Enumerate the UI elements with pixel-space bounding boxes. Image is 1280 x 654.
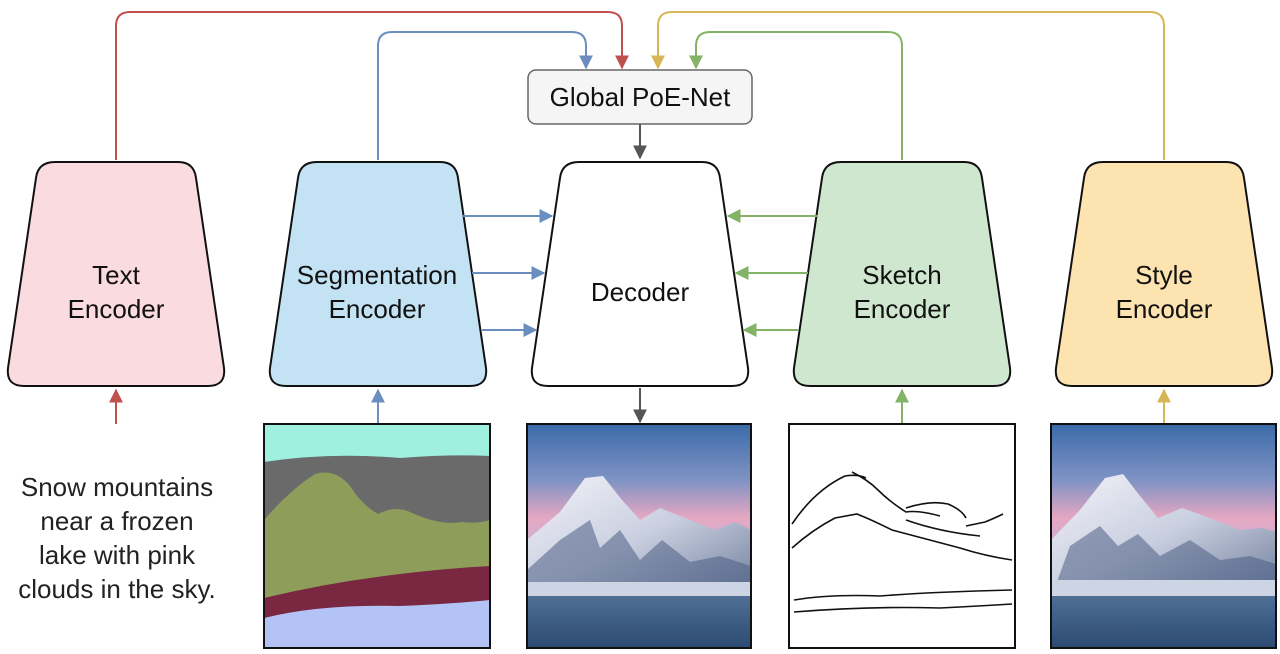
- global-poe-net-label: Global PoE-Net: [550, 82, 731, 112]
- mountain-photo-output: [526, 423, 752, 649]
- global-poe-net-node: Global PoE-Net: [527, 69, 753, 125]
- text-to-poe-arrow: [115, 11, 629, 160]
- caption-line: near a frozen: [40, 506, 194, 536]
- style-to-poe-arrow: [651, 11, 1165, 160]
- style-encoder-node: Style Encoder: [1054, 161, 1274, 387]
- text-encoder-label-line1: Text: [92, 260, 140, 290]
- sketch-encoder-label-line1: Sketch: [862, 260, 942, 290]
- sketch-encoder-label-line2: Encoder: [854, 294, 951, 324]
- sketch-line-drawing: [788, 423, 1016, 649]
- style-encoder-label-line2: Encoder: [1116, 294, 1213, 324]
- segmentation-encoder-node: Segmentation Encoder: [268, 161, 488, 387]
- text-prompt-caption: Snow mountains near a frozen lake with p…: [4, 470, 230, 606]
- caption-line: Snow mountains: [20, 472, 214, 502]
- segmentation-encoder-label-line1: Segmentation: [297, 260, 457, 290]
- caption-line: lake with pink: [38, 540, 196, 570]
- text-encoder-label-line2: Encoder: [68, 294, 165, 324]
- sketch-to-poe-arrow: [689, 31, 903, 160]
- segmentation-to-poe-arrow: [377, 31, 593, 160]
- text-encoder-node: Text Encoder: [6, 161, 226, 387]
- mountain-style-reference: [1050, 423, 1277, 649]
- style-encoder-label-line1: Style: [1135, 260, 1193, 290]
- caption-line: clouds in the sky.: [18, 574, 216, 604]
- segmentation-encoder-label-line2: Encoder: [329, 294, 426, 324]
- sketch-encoder-node: Sketch Encoder: [792, 161, 1012, 387]
- decoder-node: Decoder: [530, 161, 750, 387]
- segmentation-map-image: [263, 423, 491, 649]
- decoder-label: Decoder: [591, 277, 690, 307]
